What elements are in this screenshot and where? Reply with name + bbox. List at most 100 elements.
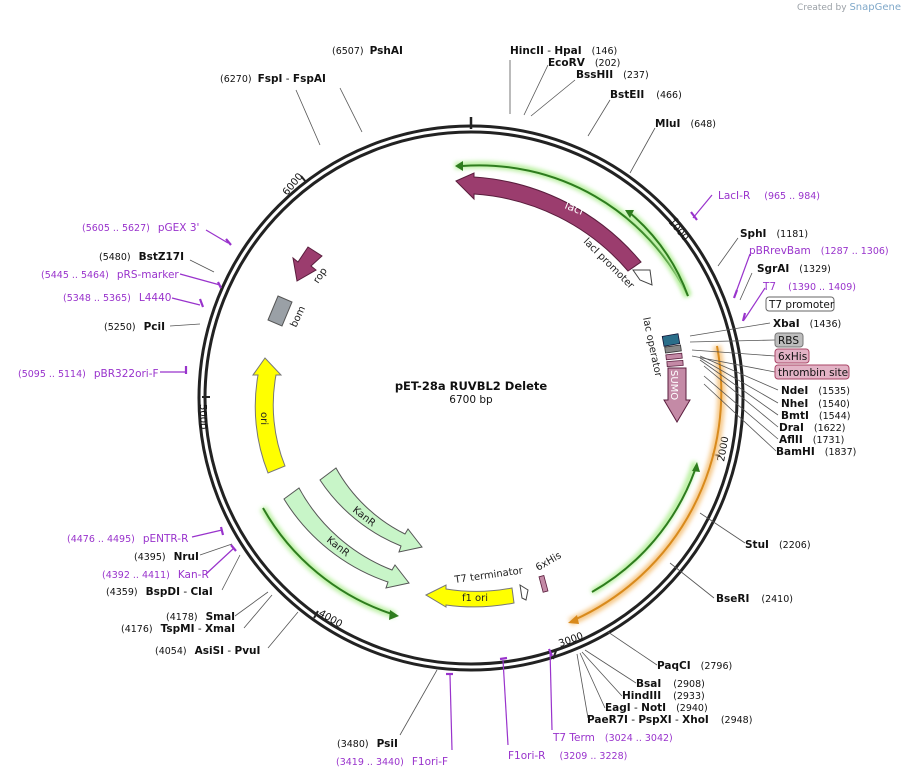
svg-text:EcoRV(202): EcoRV(202) bbox=[548, 57, 620, 69]
site-ecorv-pos: (202) bbox=[595, 58, 621, 69]
feature-sumo-label: SUMO bbox=[668, 370, 679, 400]
feature-laci[interactable] bbox=[455, 172, 642, 272]
primer-mark-prs bbox=[217, 281, 222, 289]
feature-t7-terminator[interactable] bbox=[519, 583, 529, 601]
leader-psii bbox=[399, 669, 438, 736]
tick-4000 bbox=[313, 610, 319, 619]
leader-eagi bbox=[579, 652, 606, 709]
site-sgrai: SgrAI bbox=[757, 263, 789, 275]
box-rbs bbox=[774, 332, 804, 348]
site-xbai: XbaI bbox=[773, 318, 800, 330]
site-aflii: AflII bbox=[779, 434, 803, 446]
orf-arcs bbox=[259, 161, 726, 626]
site-aflii-pos: (1731) bbox=[813, 435, 845, 446]
site-bamhi-pos: (1837) bbox=[825, 447, 857, 458]
site-xmai: XmaI bbox=[205, 623, 235, 635]
svg-text:(4392 .. 4411)Kan-R: (4392 .. 4411)Kan-R bbox=[102, 569, 209, 581]
leader-6xhis bbox=[691, 349, 776, 357]
svg-text:(5480)BstZ17I: (5480) BstZ17I bbox=[99, 251, 184, 263]
svg-text:BamHI(1837): BamHI(1837) bbox=[776, 446, 856, 458]
primer-f1ori-f: F1ori-F bbox=[412, 756, 448, 768]
leader-kan-r bbox=[205, 547, 235, 575]
leader-ndei bbox=[699, 355, 779, 391]
primer-mark-kan-r bbox=[230, 544, 237, 552]
orf-sumo-glow bbox=[568, 345, 726, 626]
plasmid-name: pET-28a RUVBL2 Delete bbox=[395, 379, 548, 393]
site-bstz17i: BstZ17I bbox=[139, 251, 184, 263]
site-bsshii-pos: (237) bbox=[623, 70, 649, 81]
site-sgrai-pos: (1329) bbox=[799, 264, 831, 275]
leader-l4440 bbox=[171, 297, 201, 306]
leader-fspi bbox=[295, 89, 321, 146]
feature-rbs-block[interactable] bbox=[661, 333, 681, 347]
site-noti: NotI bbox=[641, 702, 666, 714]
feature-6xhis-c[interactable] bbox=[538, 575, 549, 593]
box-rbs-label: RBS bbox=[778, 335, 799, 347]
leader-t7-term bbox=[549, 649, 553, 731]
orf-kanr bbox=[262, 507, 393, 615]
leader-t7-primer bbox=[743, 287, 766, 321]
svg-text:AflII(1731): AflII (1731) bbox=[779, 434, 844, 446]
leader-nrui bbox=[199, 543, 233, 556]
leader-pentr bbox=[191, 529, 223, 538]
primer-l4440: L4440 bbox=[139, 292, 172, 304]
primer-prs-pos: (5445 .. 5464) bbox=[41, 270, 109, 281]
tick-label-5000: 5000 bbox=[197, 404, 208, 429]
site-bmti: BmtI bbox=[781, 410, 809, 422]
feature-6xhis-block[interactable] bbox=[665, 352, 683, 361]
feature-kanr-1[interactable] bbox=[319, 467, 423, 553]
feature-f1-ori[interactable] bbox=[424, 584, 515, 608]
svg-text:(5605 .. 5627)pGEX 3': (5605 .. 5627)pGEX 3' bbox=[82, 222, 199, 234]
site-tspmi-pos: (4176) bbox=[121, 624, 153, 635]
svg-text:HindIII(2933): HindIII(2933) bbox=[622, 690, 705, 702]
site-paqci-pos: (2796) bbox=[701, 661, 733, 672]
feature-thrombin-block[interactable] bbox=[666, 360, 684, 367]
leader-nhei bbox=[699, 357, 779, 404]
site-nrui-pos: (4395) bbox=[134, 552, 166, 563]
svg-text:MluI(648): MluI(648) bbox=[655, 118, 716, 130]
leader-sgrai bbox=[739, 272, 753, 301]
leader-f1ori-f bbox=[449, 674, 453, 751]
feature-bom[interactable] bbox=[267, 295, 293, 327]
primer-mark-pentr bbox=[219, 526, 225, 536]
primer-f1ori-r: F1ori-R bbox=[508, 750, 545, 762]
primer-mark-f1ori-r bbox=[499, 656, 508, 661]
feature-6xhis-c-label: 6xHis bbox=[534, 550, 564, 573]
primer-mark-pgex bbox=[225, 238, 232, 246]
feature-rop[interactable] bbox=[292, 246, 323, 282]
leader-bspdi bbox=[221, 554, 241, 591]
primer-mark-t7 bbox=[741, 312, 747, 322]
site-bstz17i-pos: (5480) bbox=[99, 252, 131, 263]
tick-3000 bbox=[552, 650, 557, 660]
svg-text:(6270)FspI - FspAI: (6270)FspI - FspAI bbox=[220, 73, 326, 85]
feature-block-2[interactable] bbox=[664, 344, 682, 354]
feature-sumo[interactable] bbox=[663, 367, 691, 423]
primer-mark-t7-term bbox=[547, 648, 554, 657]
site-fspai: FspAI bbox=[293, 73, 326, 85]
svg-text:BssHII(237): BssHII(237) bbox=[576, 69, 649, 81]
site-sphi-pos: (1181) bbox=[776, 229, 808, 240]
svg-text:HincII - HpaI(146): HincII - HpaI(146) bbox=[510, 45, 617, 57]
feature-ori[interactable] bbox=[252, 357, 286, 474]
feature-lac-operator-label: lac operator bbox=[640, 316, 664, 378]
leader-stui bbox=[699, 512, 746, 544]
primer-l4440-pos: (5348 .. 5365) bbox=[63, 293, 131, 304]
primer-f1ori-f-pos: (3419 .. 3440) bbox=[336, 757, 404, 768]
feature-f1-ori-label: f1 ori bbox=[462, 593, 488, 604]
leader-drai bbox=[703, 365, 779, 428]
site-bspdi: BspDI bbox=[146, 586, 180, 598]
feature-t7-terminator-label: T7 terminator bbox=[453, 565, 525, 586]
primer-pbr322: pBR322ori-F bbox=[94, 368, 159, 380]
site-xhoi: XhoI bbox=[682, 714, 709, 726]
svg-text:BsaI(2908): BsaI(2908) bbox=[636, 678, 705, 690]
site-pspxi: PspXI bbox=[638, 714, 671, 726]
feature-laci-promoter[interactable] bbox=[632, 269, 653, 286]
svg-text:T7 Term(3024 .. 3042): T7 Term(3024 .. 3042) bbox=[552, 732, 673, 744]
svg-text:XbaI(1436): XbaI(1436) bbox=[773, 318, 841, 330]
snapgene-credit: Created by SnapGene bbox=[797, 2, 901, 13]
feature-kanr-2[interactable] bbox=[283, 487, 410, 589]
site-nhei-pos: (1540) bbox=[818, 399, 850, 410]
site-bmti-pos: (1544) bbox=[819, 411, 851, 422]
site-bsai: BsaI bbox=[636, 678, 661, 690]
